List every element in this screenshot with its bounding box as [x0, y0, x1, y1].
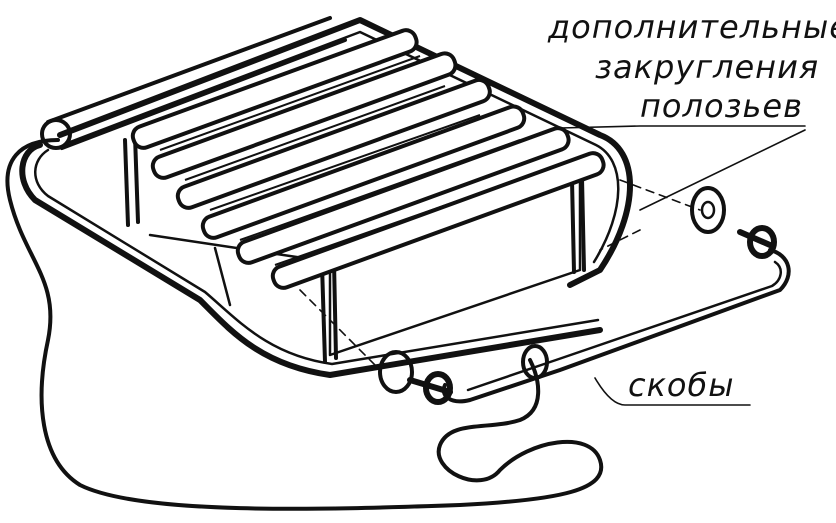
washer-right-hole: [700, 200, 716, 220]
slat: [175, 77, 492, 210]
bracket-rod: [441, 248, 791, 404]
label-rounding-line3: полозьев: [640, 87, 803, 125]
slat: [235, 126, 571, 265]
assembly-guide: [299, 179, 701, 371]
runner-left: [19, 142, 603, 378]
nut-right: [747, 225, 777, 259]
leg-front-right: [570, 176, 586, 274]
leader-brackets: [594, 377, 751, 406]
runner-left-inner: [34, 148, 600, 366]
washer-left: [378, 350, 414, 394]
tow-rope: [5, 138, 604, 511]
leader-rounding: [559, 125, 806, 211]
runner-right-inner: [68, 30, 620, 264]
seat-slats: [130, 28, 606, 290]
rear-bar-cap: [40, 118, 72, 150]
leg-mid: [213, 246, 232, 307]
bolt-left: [407, 377, 453, 395]
label-rounding-line1: дополнительные: [547, 8, 836, 46]
slat: [270, 151, 606, 290]
nut-left: [423, 371, 453, 405]
slat: [130, 28, 419, 150]
leg-rear-left: [123, 134, 140, 227]
bracket-rod-inner: [466, 260, 782, 392]
bolt-right: [737, 229, 773, 248]
slat: [200, 104, 527, 240]
runner-right: [57, 17, 633, 288]
slat: [150, 51, 458, 180]
washer-right: [690, 186, 726, 234]
rope-clamp: [521, 344, 549, 380]
label-brackets: скобы: [628, 366, 735, 404]
label-rounding-line2: закругления: [595, 48, 819, 86]
slat-grain: [159, 55, 561, 266]
rear-bar: [46, 16, 347, 150]
